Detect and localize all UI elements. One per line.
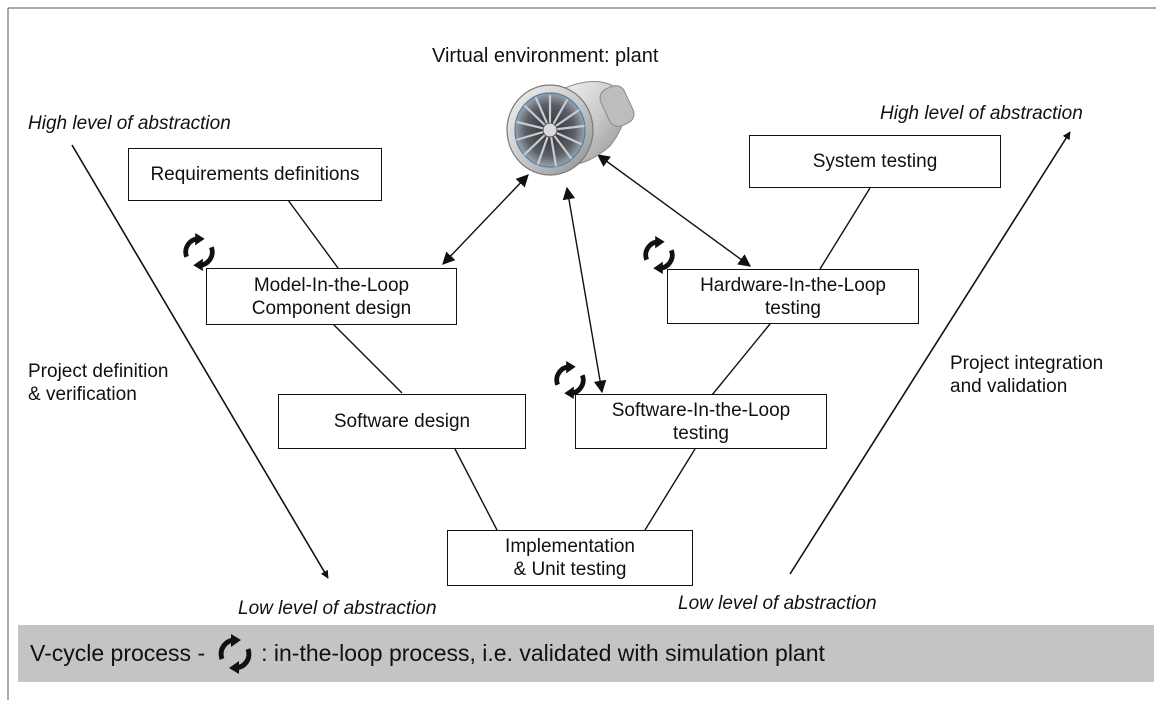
hil-box: Hardware-In-the-Loop testing xyxy=(667,269,919,324)
connector-mil-sw xyxy=(332,323,403,394)
connector-hil-sys xyxy=(819,187,871,270)
connector-impl-sil xyxy=(644,448,696,531)
caption-bar: V-cycle process - : in-the-loop process,… xyxy=(18,625,1154,682)
plant-title: Virtual environment: plant xyxy=(432,45,659,67)
abstraction-top-right: High level of abstraction xyxy=(880,103,1083,124)
connector-req-mil xyxy=(287,199,339,269)
software-design-box: Software design xyxy=(278,394,526,449)
caption-suffix: : in-the-loop process, i.e. validated wi… xyxy=(261,640,825,666)
requirements-box: Requirements definitions xyxy=(128,148,382,201)
abstraction-top-left: High level of abstraction xyxy=(28,113,231,134)
right-ascending-arrow xyxy=(789,131,1071,575)
cycle-arrows-icon xyxy=(183,233,215,271)
system-testing-box: System testing xyxy=(749,135,1001,188)
abstraction-bottom-right: Low level of abstraction xyxy=(678,593,877,614)
plant-arrow-sil xyxy=(562,186,607,394)
cycle-arrows-icon xyxy=(554,361,586,399)
cycle-arrows-icon xyxy=(218,633,252,674)
connector-sw-impl xyxy=(454,448,498,531)
implementation-box: Implementation & Unit testing xyxy=(447,530,693,586)
left-descending-arrow xyxy=(71,144,329,579)
jet-engine-icon xyxy=(506,81,635,176)
plant-arrow-mil xyxy=(442,174,529,265)
project-definition-label: Project definition & verification xyxy=(28,361,169,405)
connector-sil-hil xyxy=(711,323,771,396)
cycle-arrows-icon xyxy=(643,236,675,274)
mil-box: Model-In-the-Loop Component design xyxy=(206,268,457,325)
plant-arrow-hil xyxy=(596,154,752,267)
project-integration-label: Project integration and validation xyxy=(950,353,1104,397)
caption-prefix: V-cycle process - xyxy=(30,640,206,666)
abstraction-bottom-left: Low level of abstraction xyxy=(238,598,437,619)
sil-box: Software-In-the-Loop testing xyxy=(575,394,827,449)
